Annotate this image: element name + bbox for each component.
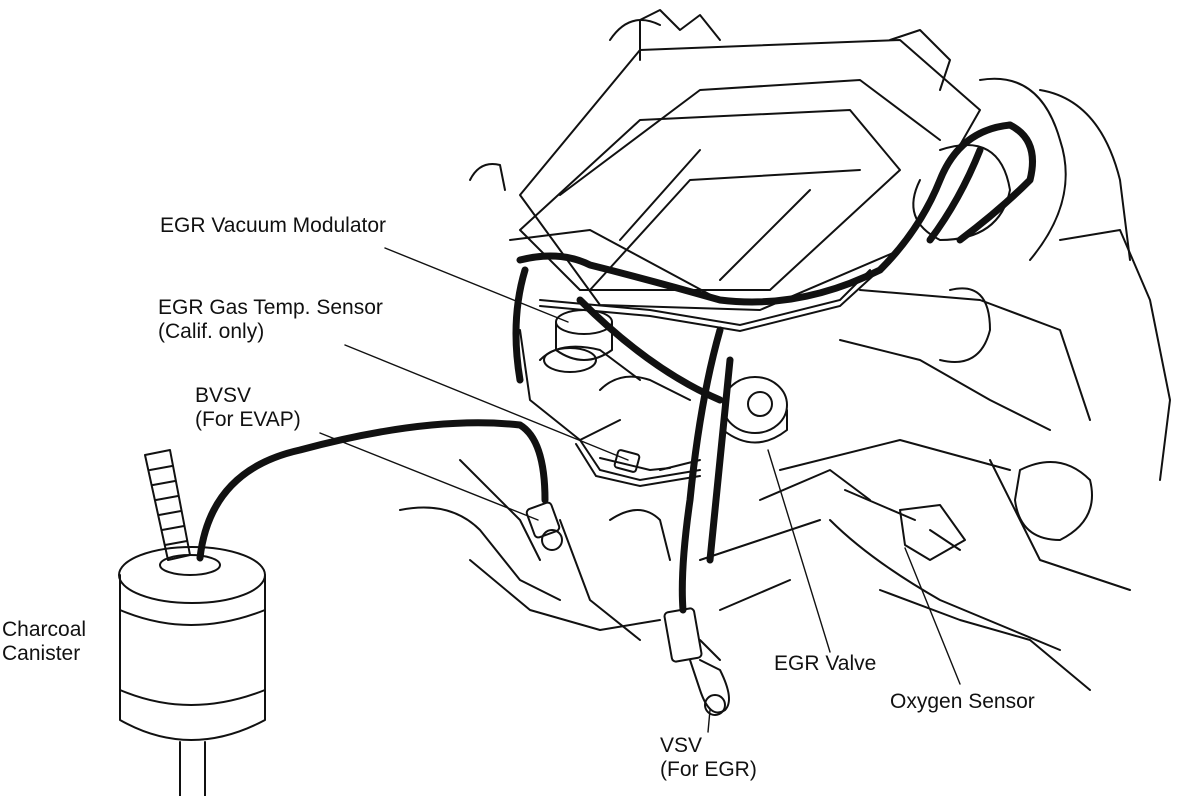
label-egr-gas-temp-sensor-line1: EGR Gas Temp. Sensor	[158, 296, 383, 319]
charcoal-canister	[118, 546, 266, 796]
label-vsv-line1: VSV	[660, 734, 703, 757]
label-bvsv-line1: BVSV	[195, 384, 252, 407]
oxygen-sensor	[844, 489, 966, 561]
label-egr-valve: EGR Valve	[774, 652, 876, 676]
label-bvsv-line2: (For EVAP)	[195, 408, 301, 431]
label-vsv: VSV (For EGR)	[660, 734, 757, 782]
label-oxygen-sensor-text: Oxygen Sensor	[890, 690, 1035, 713]
label-egr-vacuum-modulator: EGR Vacuum Modulator	[160, 214, 386, 238]
vacuum-tubing	[539, 269, 876, 488]
egr-gas-temp-sensor	[599, 449, 701, 473]
label-bvsv: BVSV (For EVAP)	[195, 384, 301, 432]
label-charcoal-canister-line1: Charcoal	[2, 618, 87, 641]
valve-cover	[519, 109, 901, 291]
egr-valve	[722, 376, 788, 444]
label-egr-valve-text: EGR Valve	[774, 652, 877, 675]
bvsv-valve	[525, 501, 563, 551]
engine-block	[399, 9, 1171, 691]
label-egr-vacuum-modulator-text: EGR Vacuum Modulator	[160, 214, 387, 237]
label-egr-gas-temp-sensor: EGR Gas Temp. Sensor (Calif. only)	[158, 296, 383, 344]
vsv-valve	[663, 607, 730, 716]
label-oxygen-sensor: Oxygen Sensor	[890, 690, 1035, 714]
label-egr-gas-temp-sensor-line2: (Calif. only)	[158, 320, 265, 343]
label-charcoal-canister-line2: Canister	[2, 642, 81, 665]
vacuum-hoses	[196, 121, 1036, 614]
label-vsv-line2: (For EGR)	[660, 758, 757, 781]
label-charcoal-canister: Charcoal Canister	[2, 618, 86, 666]
canister-hose	[144, 449, 191, 561]
